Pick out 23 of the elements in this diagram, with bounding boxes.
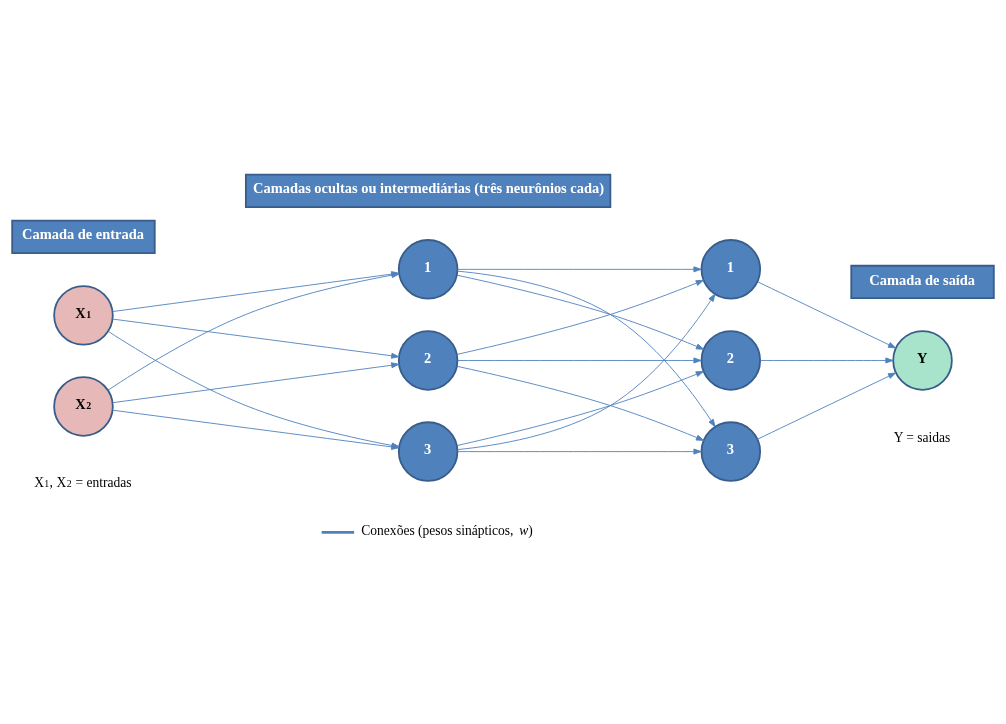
label: Y = saidas [893,429,951,445]
arrow [757,372,897,440]
arrow [457,293,716,450]
label: X1, X2 = entradas [34,474,132,490]
node-circle: X2 [53,375,114,437]
node-box: Camada de entrada [11,219,156,254]
node-circle: Y [892,329,953,391]
node-circle: 1 [397,238,459,300]
arrow [757,280,897,348]
arrow [457,448,702,455]
node-circle: 2 [397,329,459,391]
node-circle: 3 [397,420,459,482]
node-circle: 2 [700,329,762,391]
node-box: Camadas ocultas ou intermediárias (três neurônios cada) [244,173,612,208]
arrow [457,270,716,427]
node-circle: X1 [53,284,114,346]
legend-label: Conexões (pesos sinápticos, w) [361,522,533,538]
arrow [457,357,702,363]
arrow [759,357,894,363]
arrow [457,265,702,272]
arrow [112,361,400,403]
arrow [112,318,400,359]
node-box: Camada de saída [850,264,995,299]
